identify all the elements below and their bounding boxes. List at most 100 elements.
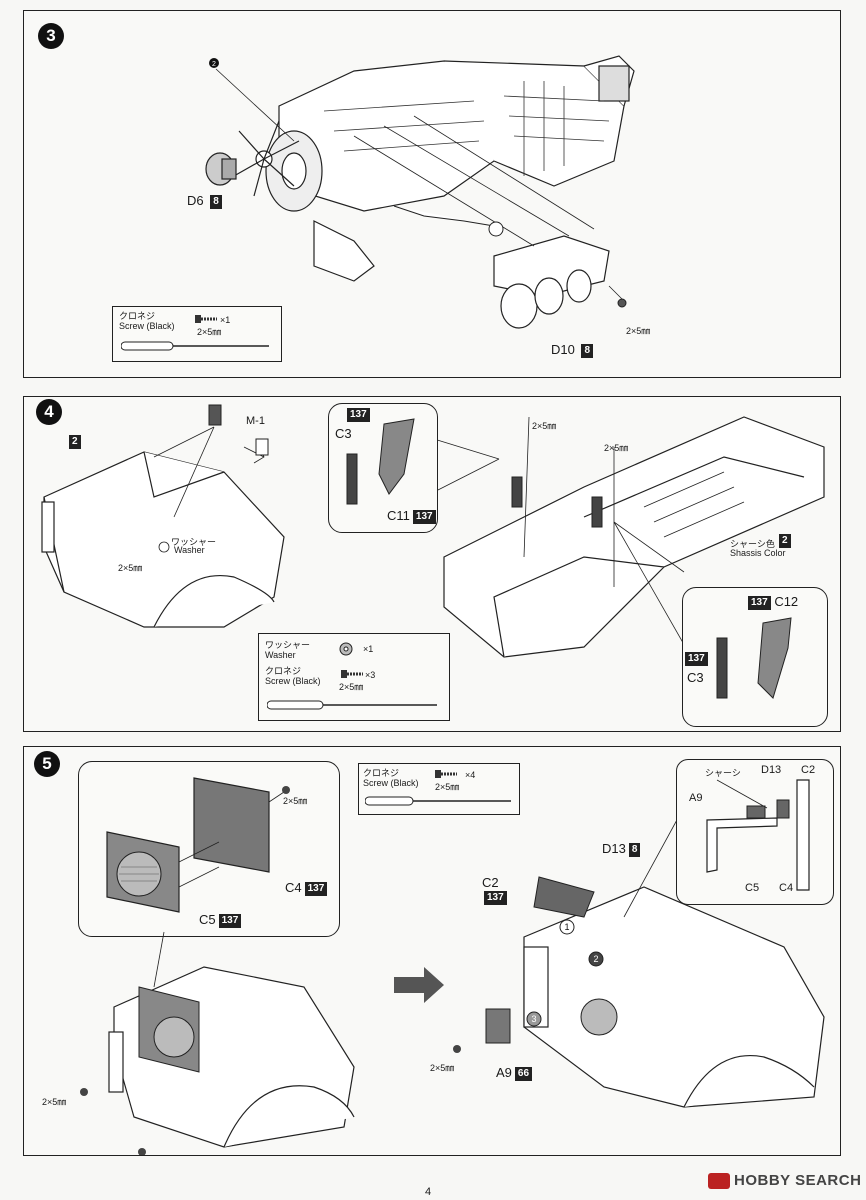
screw-icon: [195, 315, 217, 323]
watermark-text: HOBBY SEARCH: [734, 1172, 862, 1189]
callout-right-c3: C3: [687, 670, 704, 685]
shock-absorber-drawing: [346, 418, 415, 505]
detail-chassis-jp: シャーシ: [705, 768, 741, 778]
callout-right-color-top: 137: [748, 595, 771, 610]
shock-absorber-drawing-2: [716, 617, 792, 699]
step-3-number: 3: [38, 23, 64, 49]
c4-color-badge: 137: [304, 881, 328, 896]
legend4-screw-en: Screw (Black): [265, 676, 321, 686]
svg-text:2: 2: [212, 61, 216, 68]
chassis-color-jp: シャーシ色: [730, 539, 775, 549]
legend5-size: 2×5㎜: [435, 782, 460, 792]
c2-color-badge: 137: [484, 891, 507, 905]
page-number: 4: [425, 1186, 432, 1198]
m1-label: M-1: [246, 415, 265, 427]
c2-label: C2: [482, 875, 499, 890]
grille-assembly-drawing: 1 2 3: [80, 806, 825, 1155]
d6-part: D6: [187, 193, 204, 208]
step3-screw-size: 2×5㎜: [626, 326, 651, 336]
chassis-part-badge: 2: [69, 435, 81, 449]
engine-transmission-drawing: 2: [205, 55, 635, 329]
legend3-name-en: Screw (Black): [119, 321, 175, 331]
watermark: HOBBY SEARCH: [708, 1172, 862, 1190]
d10-part: D10: [551, 342, 575, 357]
step5-screw-legend: クロネジ Screw (Black) ×4 2×5㎜: [358, 763, 520, 815]
chassis-color-en: Shassis Color: [730, 548, 786, 558]
callout-left-color: 137: [347, 408, 370, 422]
step-4-panel: 4 2: [23, 396, 841, 732]
screwdriver-icon: [267, 700, 437, 710]
screwdriver-icon: [121, 341, 269, 351]
c11-color-badge: 137: [412, 509, 436, 524]
callout-right-color-left: 137: [685, 652, 708, 666]
step-4-number: 4: [36, 399, 62, 425]
d13-color-badge: 8: [628, 842, 641, 857]
chassis-color-badge: 2: [779, 534, 791, 548]
c5-color-badge: 137: [218, 913, 242, 928]
a9-part: A9: [496, 1065, 512, 1080]
legend4-screw-jp: クロネジ: [265, 666, 302, 676]
step4-screw-size-left: 2×5㎜: [118, 563, 143, 573]
d10-color-badge: 8: [581, 343, 594, 358]
chassis-front-drawing: [41, 404, 825, 698]
legend5-name-jp: クロネジ: [363, 768, 400, 778]
hobby-search-logo-icon: [708, 1173, 730, 1190]
step5-screw-size-left1: 2×5㎜: [42, 1097, 67, 1107]
detail-a9: A9: [689, 792, 703, 804]
step-3-panel: 3: [23, 10, 841, 378]
order-marker-1: 1: [564, 922, 569, 932]
legend3-name-jp: クロネジ: [119, 311, 156, 321]
step-5-number: 5: [34, 751, 60, 777]
step4-legend: ワッシャー Washer ×1 クロネジ Screw (Black) ×3 2×…: [258, 633, 450, 721]
grille-exploded-drawing: [106, 777, 290, 913]
screw-icon: [341, 670, 363, 678]
mount-section-drawing: [706, 779, 810, 891]
legend4-screw-size: 2×5㎜: [339, 682, 364, 692]
d10-label: D10 8: [551, 342, 594, 358]
order-marker-2: 2: [593, 954, 598, 964]
legend4-washer-jp: ワッシャー: [265, 640, 311, 650]
legend4-washer-qty: ×1: [363, 644, 374, 654]
step5-screw-size-right: 2×5㎜: [430, 1063, 455, 1073]
callout-left-c3: C3: [335, 426, 352, 441]
d13-part: D13: [602, 841, 626, 856]
legend5-name-en: Screw (Black): [363, 778, 419, 788]
legend3-qty: ×1: [220, 315, 231, 325]
legend4-screw-qty: ×3: [365, 670, 376, 680]
screw-icon: [435, 770, 457, 778]
callout-right-top: 137 C12: [745, 594, 798, 610]
c11-part: C11: [387, 508, 410, 523]
a9-color-badge: 66: [514, 1066, 533, 1081]
grille-screw-size: 2×5㎜: [283, 796, 308, 806]
c5-part: C5: [199, 912, 216, 927]
detail-d13: D13: [761, 764, 782, 776]
step5-screw-size-left2: 2×5㎜: [100, 1155, 124, 1156]
d6-color-badge: 8: [210, 194, 222, 209]
step4-screw-size-mid: 2×5㎜: [532, 421, 557, 431]
legend3-size: 2×5㎜: [197, 327, 222, 337]
shock-callout-right: 137 C12 137 C3: [682, 587, 828, 727]
order-marker-3: 3: [531, 1014, 536, 1024]
washer-label-jp: ワッシャー: [171, 537, 217, 547]
step3-screw-legend: クロネジ Screw (Black) ×1 2×5㎜: [112, 306, 282, 362]
detail-c4: C4: [779, 882, 794, 894]
legend4-washer-en: Washer: [265, 650, 296, 660]
c12-part: C12: [774, 594, 799, 609]
washer-label-en: Washer: [174, 545, 205, 555]
step4-screw-size-right: 2×5㎜: [604, 443, 629, 453]
mount-detail-callout: シャーシ D13 C2 A9 C5 C4: [676, 759, 834, 905]
washer-icon: [339, 642, 353, 656]
c4-part: C4: [285, 880, 302, 895]
detail-c2: C2: [801, 764, 816, 776]
legend5-qty: ×4: [465, 770, 476, 780]
d6-label: D6 8: [187, 193, 222, 209]
screwdriver-icon: [365, 796, 511, 806]
